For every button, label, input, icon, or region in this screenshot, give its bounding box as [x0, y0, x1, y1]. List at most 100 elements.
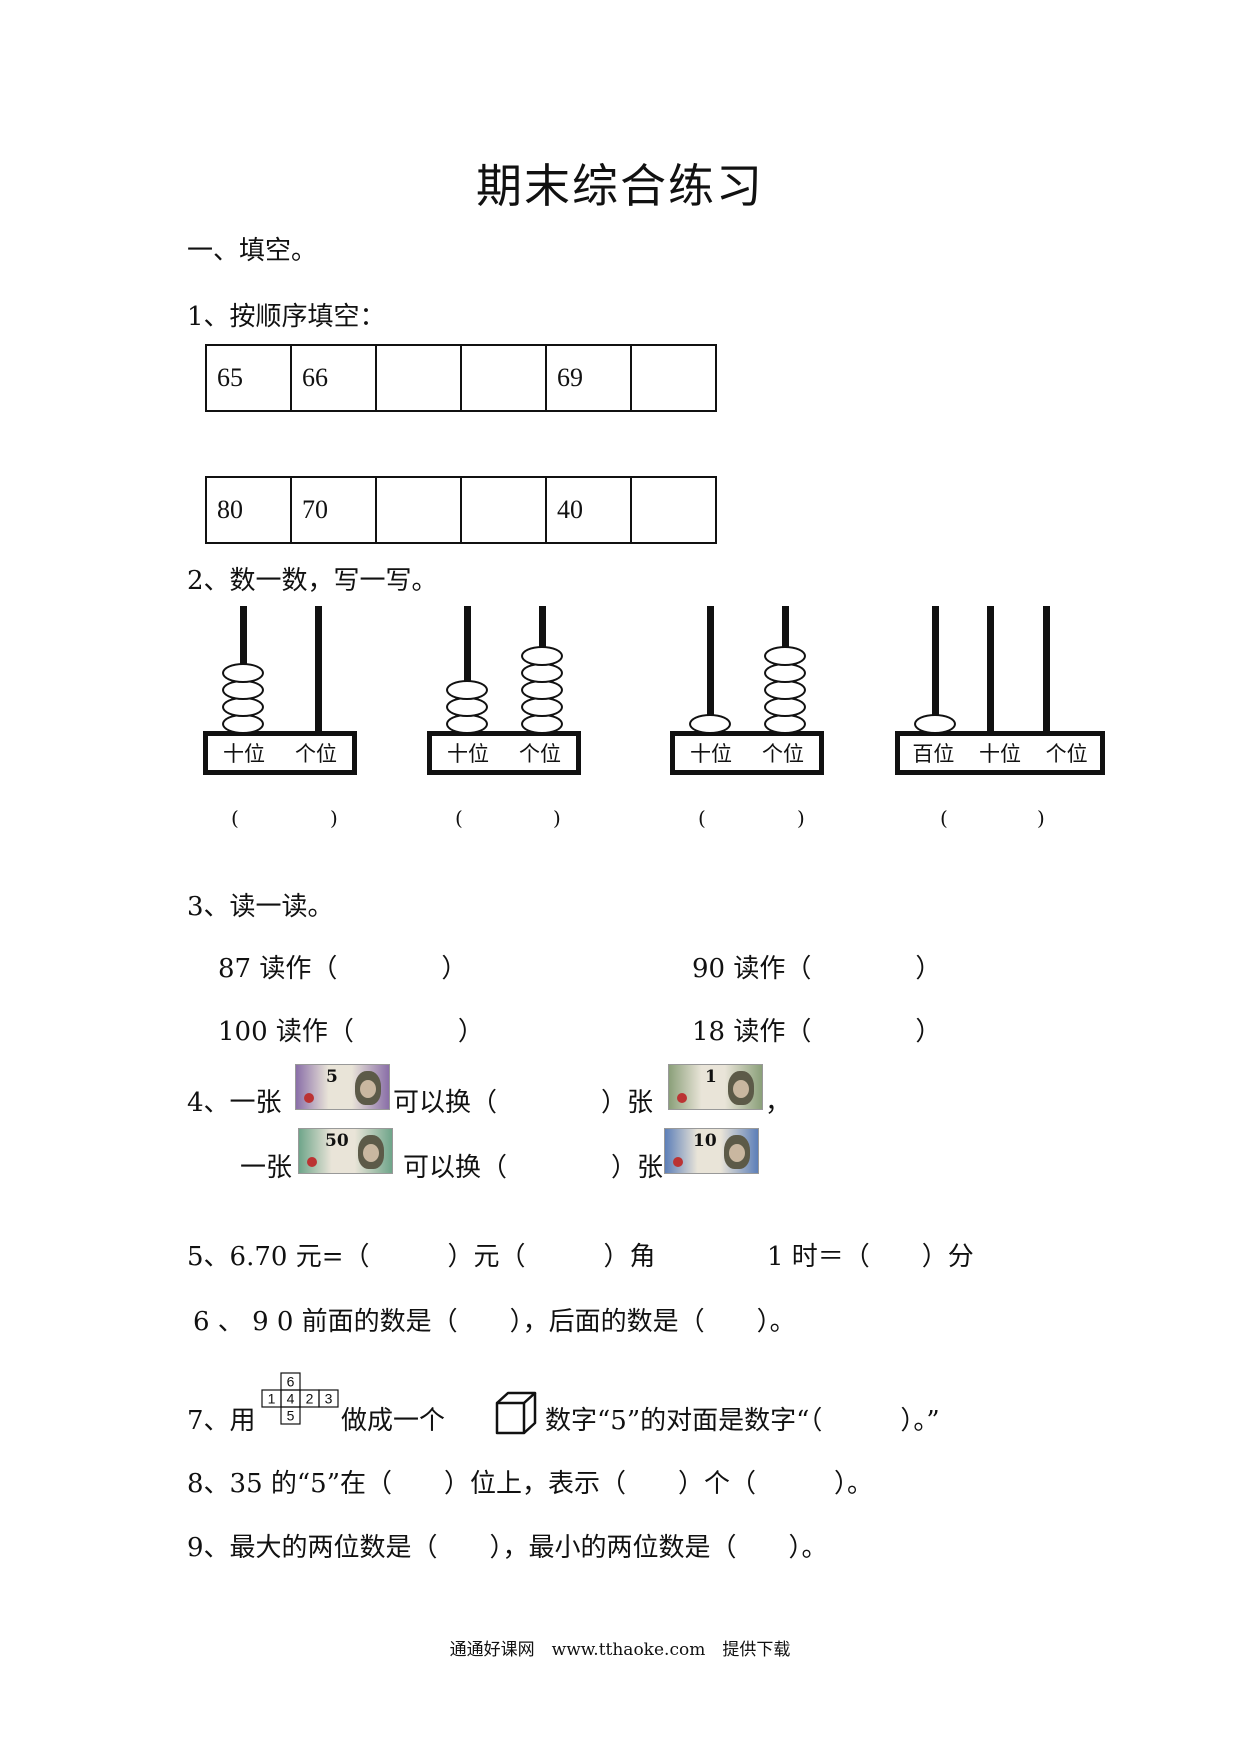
sequence-cell	[375, 476, 462, 544]
abacus-bead	[446, 714, 488, 734]
banknote-5-image: 5	[295, 1064, 390, 1110]
sequence-cell: 69	[545, 344, 632, 412]
abacus-frame: 十位 个位	[203, 731, 357, 775]
seal-icon	[677, 1093, 687, 1103]
abacus-frame: 十位 个位	[670, 731, 824, 775]
sequence-cell	[460, 344, 547, 412]
question-7-text: 7、用	[187, 1406, 256, 1436]
answer-paren-close: )	[797, 806, 805, 830]
abacus-rod	[707, 606, 714, 732]
answer-paren-open: (	[231, 806, 239, 830]
footer-source: 通通好课网 www.tthaoke.com 提供下载	[449, 1640, 791, 1660]
abacus-bead	[764, 646, 806, 666]
place-label: 十位	[978, 742, 1021, 766]
section-heading: 一、填空。	[187, 236, 318, 266]
abacus-bead	[446, 680, 488, 700]
question-4-text: 一张	[240, 1153, 293, 1183]
abacus-frame: 百位 十位 个位	[895, 731, 1105, 775]
seal-icon	[307, 1157, 317, 1167]
question-3-label: 3、读一读。	[187, 892, 334, 922]
net-face	[280, 1406, 301, 1425]
abacus-bead	[764, 697, 806, 717]
place-label: 个位	[295, 742, 337, 766]
banknote-1-image: 1	[668, 1064, 763, 1110]
read-item: 90 读作（ ）	[692, 954, 942, 984]
sequence-row-1: 65 66 69	[205, 344, 717, 412]
portrait-icon	[355, 1071, 381, 1105]
answer-paren-close: )	[330, 806, 338, 830]
abacus-rod	[315, 606, 322, 732]
sequence-cell	[630, 344, 717, 412]
portrait-icon	[724, 1135, 750, 1169]
portrait-icon	[728, 1071, 754, 1105]
abacus-bead	[764, 663, 806, 683]
read-item: 100 读作（ ）	[218, 1017, 484, 1047]
question-5-text: 5、6.70 元=（ ）元（ ）角	[187, 1242, 656, 1272]
question-2-label: 2、数一数，写一写。	[187, 566, 438, 596]
question-4-text: 可以换（ ）张	[393, 1088, 654, 1118]
question-4-text: ，	[765, 1088, 792, 1118]
net-number: 4	[287, 1391, 295, 1407]
net-number: 3	[325, 1391, 333, 1407]
sequence-cell: 80	[205, 476, 292, 544]
net-number: 5	[287, 1408, 295, 1424]
sequence-cell: 40	[545, 476, 632, 544]
read-item: 18 读作（ ）	[692, 1017, 942, 1047]
abacus-bead	[222, 697, 264, 717]
abacus-bead	[521, 697, 563, 717]
seal-icon	[673, 1157, 683, 1167]
banknote-10-image: 10	[664, 1128, 759, 1174]
seal-icon	[304, 1093, 314, 1103]
place-label: 个位	[1045, 742, 1088, 766]
sequence-cell	[630, 476, 717, 544]
banknote-value: 10	[693, 1131, 717, 1151]
page-title: 期末综合练习	[476, 159, 764, 213]
sequence-cell	[375, 344, 462, 412]
sequence-cell	[460, 476, 547, 544]
abacus-bead	[222, 663, 264, 683]
question-6-text: 6 、 9 0 前面的数是（ ），后面的数是（ ）。	[193, 1307, 796, 1337]
place-label: 十位	[223, 742, 265, 766]
question-7-text: 数字“5”的对面是数字“（ ）。”	[545, 1406, 940, 1436]
abacus-frame: 十位 个位	[427, 731, 581, 775]
answer-paren-close: )	[1037, 806, 1045, 830]
question-1-label: 1、按顺序填空：	[187, 302, 386, 332]
abacus-bead	[689, 714, 731, 734]
net-number: 1	[268, 1391, 276, 1407]
abacus-bead	[521, 714, 563, 734]
answer-paren-open: (	[940, 806, 948, 830]
net-face	[318, 1389, 339, 1408]
banknote-value: 50	[325, 1131, 349, 1151]
net-number: 2	[306, 1391, 314, 1407]
abacus-bead	[764, 680, 806, 700]
answer-paren-open: (	[698, 806, 706, 830]
question-7-text: 做成一个	[341, 1406, 446, 1436]
sequence-cell: 70	[290, 476, 377, 544]
cube-net-diagram: 6 1 4 2 3 5	[261, 1372, 339, 1425]
abacus-bead	[521, 663, 563, 683]
cube-icon	[495, 1391, 537, 1435]
banknote-value: 5	[326, 1067, 338, 1087]
abacus-bead	[764, 714, 806, 734]
banknote-50-image: 50	[298, 1128, 393, 1174]
banknote-value: 1	[705, 1067, 717, 1087]
net-number: 6	[287, 1374, 295, 1390]
abacus-bead	[222, 714, 264, 734]
place-label: 个位	[519, 742, 561, 766]
place-label: 个位	[762, 742, 804, 766]
answer-paren-open: (	[455, 806, 463, 830]
abacus-bead	[521, 680, 563, 700]
place-label: 十位	[447, 742, 489, 766]
question-5-text: 1 时＝（ ）分	[767, 1242, 974, 1272]
question-8-text: 8、35 的“5”在（ ）位上，表示（ ）个（ ）。	[187, 1469, 874, 1499]
sequence-cell: 66	[290, 344, 377, 412]
sequence-cell: 65	[205, 344, 292, 412]
question-4-text: 4、一张	[187, 1088, 282, 1118]
abacus-bead	[521, 646, 563, 666]
abacus-bead	[222, 680, 264, 700]
abacus-rod	[464, 606, 471, 732]
answer-paren-close: )	[553, 806, 561, 830]
sequence-row-2: 80 70 40	[205, 476, 717, 544]
abacus-rod	[1043, 606, 1050, 732]
portrait-icon	[358, 1135, 384, 1169]
